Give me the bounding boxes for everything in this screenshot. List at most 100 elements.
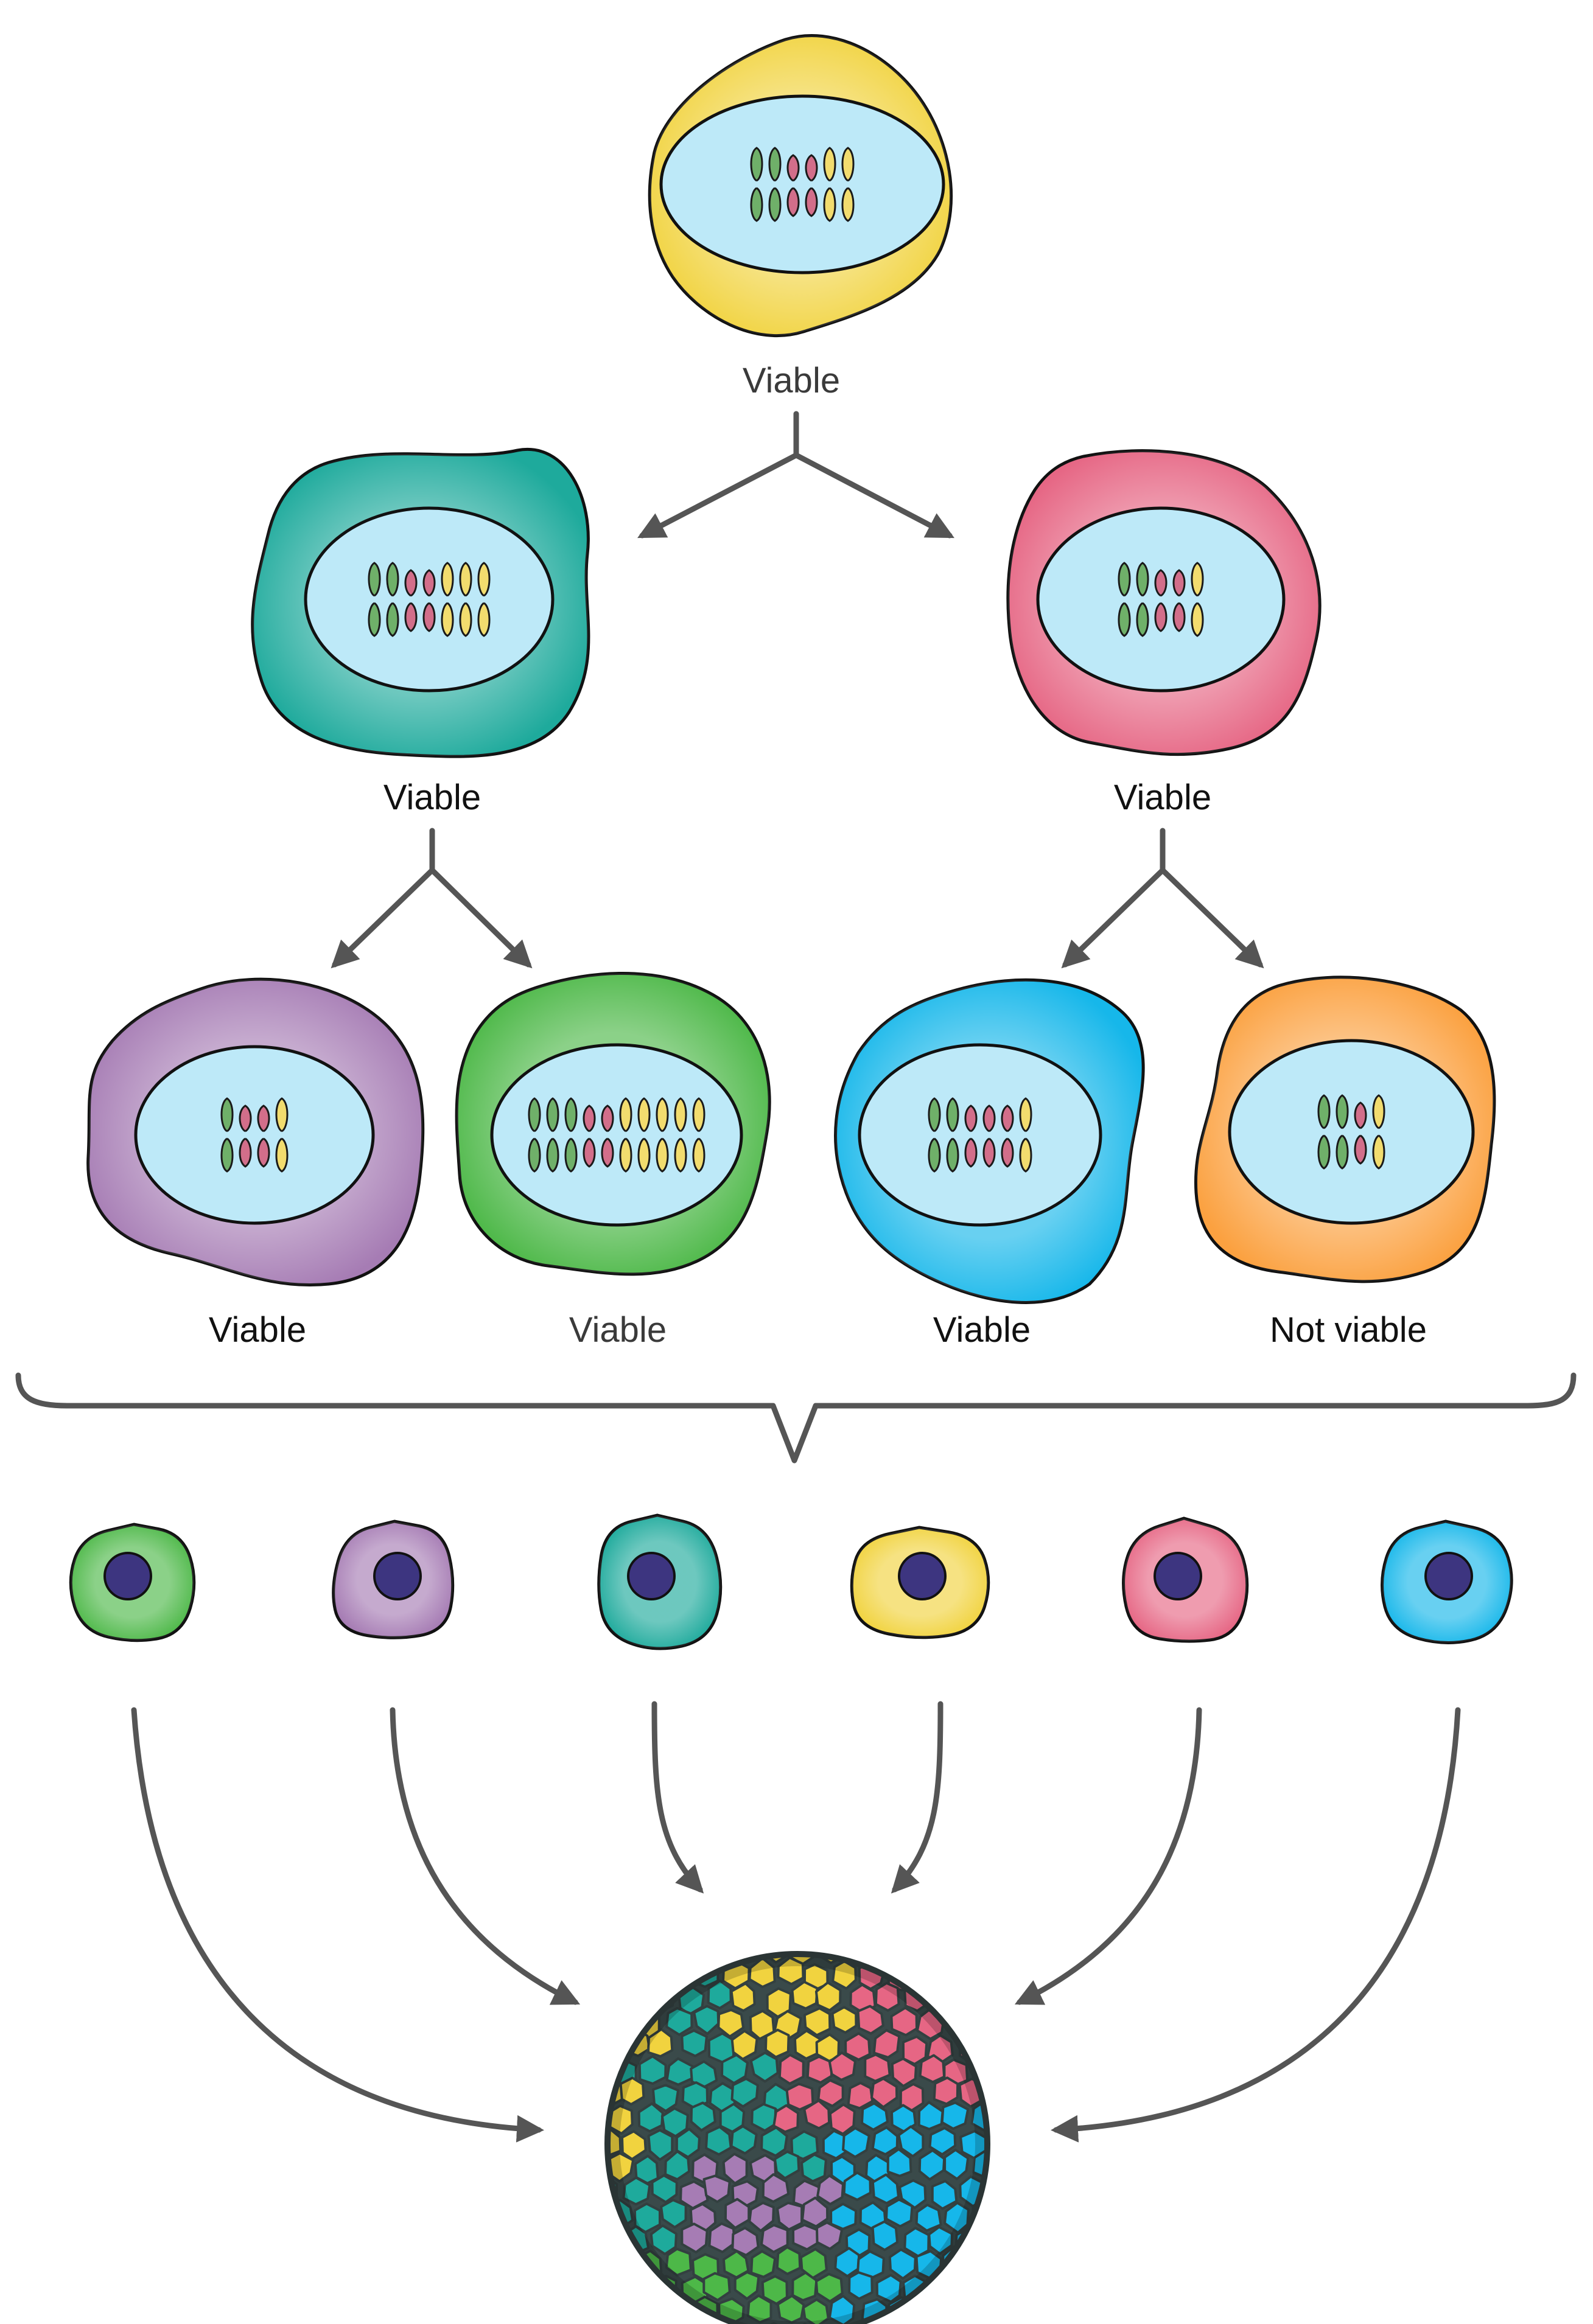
cell-label: Not viable [1270, 1310, 1427, 1350]
embryo-cell [681, 2222, 709, 2254]
embryo-cell [638, 2055, 667, 2085]
nucleus [1154, 1552, 1202, 1600]
chromosome-pink [1154, 569, 1168, 632]
nucleus [898, 1552, 947, 1600]
embryo-cell [693, 2005, 720, 2036]
embryo-cell [792, 2224, 821, 2251]
embryo-cell [844, 1954, 870, 1963]
embryo-cell [705, 2126, 732, 2156]
small-cell-teal [597, 1513, 723, 1650]
chromosome-yellow [1372, 1094, 1385, 1170]
cell-right-pink: Viable [1006, 449, 1322, 817]
embryo-cell [702, 2174, 731, 2204]
embryo-cell [665, 2057, 694, 2086]
embryo-cell [864, 2053, 891, 2082]
chromosome-set [528, 1097, 705, 1173]
embryo-cell [871, 2126, 899, 2156]
chromosome-pink [786, 154, 800, 217]
chromosome-pink [583, 1104, 596, 1168]
chromosome-set [368, 562, 491, 637]
embryo-cell [651, 2174, 678, 2204]
embryo-cell [940, 2101, 970, 2130]
embryo-cell [637, 2102, 664, 2133]
embryo-cell [721, 2053, 749, 2085]
embryo-cell [933, 2076, 959, 2106]
cell-orange: Not viable [1194, 975, 1496, 1350]
embryo-cell [665, 2007, 693, 2036]
embryo-cell [928, 2225, 954, 2255]
grouping-brace [15, 1372, 1577, 1464]
cell-label: Viable [569, 1310, 667, 1350]
chromosome-yellow [637, 1097, 651, 1173]
chromosome-pink [1172, 569, 1186, 632]
chromosome-set [1317, 1094, 1385, 1170]
embryo-cell [690, 2101, 716, 2132]
embryo-cell [703, 1954, 731, 1967]
embryo-cell [874, 1981, 900, 2012]
embryo-cell [776, 2201, 804, 2231]
embryo-cell [760, 2224, 789, 2253]
nucleus [373, 1552, 422, 1600]
chromosome-set [750, 147, 855, 222]
chromosome-green [928, 1097, 941, 1173]
embryo-cell [647, 2028, 674, 2058]
embryo-cell [730, 1982, 756, 2012]
cell-green: Viable [455, 972, 771, 1350]
embryo-cell [774, 2150, 800, 2180]
embryo-cell [785, 2082, 814, 2111]
chromosome-pink [1001, 1104, 1014, 1168]
embryo-cell [776, 2294, 805, 2324]
cell-label: Viable [1114, 778, 1211, 817]
chromosome-yellow [459, 562, 472, 637]
chromosome-pink [601, 1104, 614, 1168]
embryo-cell [665, 2247, 692, 2277]
cell-purple: Viable [86, 977, 425, 1350]
arrow-to-left-cell [637, 452, 799, 539]
embryo-cell [828, 2295, 856, 2324]
embryo-cell [897, 2125, 925, 2158]
nucleus [1424, 1552, 1473, 1600]
embryo-cell [791, 2271, 818, 2302]
arrow-to-green-cell [429, 867, 533, 969]
small-cell-yellow [850, 1526, 990, 1639]
embryo-cell [891, 2057, 917, 2088]
embryo-cell [622, 2176, 651, 2206]
embryo-cell [831, 2006, 858, 2034]
embryo-cell [872, 2029, 901, 2059]
arrow-to-right-cell [793, 452, 954, 539]
cell-label: Viable [743, 361, 840, 400]
cell-top-yellow: Viable [648, 33, 953, 400]
embryo-cell [649, 2224, 677, 2256]
cell-label: Viable [209, 1310, 306, 1350]
embryo-cell [733, 2270, 760, 2300]
embryo-cell [731, 2227, 760, 2256]
embryo-cell [890, 2006, 918, 2037]
chromosome-yellow [1191, 562, 1204, 637]
chromosome-yellow [1019, 1097, 1032, 1173]
embryo-cell [931, 2180, 958, 2210]
embryo-cell [761, 2173, 790, 2203]
embryo-cell [660, 2107, 689, 2138]
mosaic-embryo [604, 1951, 990, 2324]
embryo-cell [702, 2272, 731, 2301]
embryo-cell [746, 2294, 772, 2324]
embryo-cell [919, 2054, 946, 2084]
arrows-to-embryo [131, 1701, 1461, 2143]
embryo-cell [803, 2007, 832, 2037]
embryo-cell [814, 1981, 842, 2012]
embryo-cell [647, 2129, 674, 2161]
embryo-cell [607, 2153, 609, 2184]
embryo-cell [730, 2078, 759, 2108]
embryo-cell [861, 2102, 889, 2131]
embryo-cell [619, 2076, 645, 2106]
embryo-cell [764, 2028, 790, 2059]
cell-label: Viable [383, 778, 481, 817]
chromosome-yellow [477, 562, 491, 637]
embryo-cell [748, 1957, 776, 1989]
chromosome-pink [982, 1104, 996, 1168]
chromosome-green [768, 147, 782, 222]
embryo-cell [984, 2176, 987, 2205]
embryo-cell [974, 2054, 987, 2083]
small-cell-green [69, 1523, 196, 1642]
